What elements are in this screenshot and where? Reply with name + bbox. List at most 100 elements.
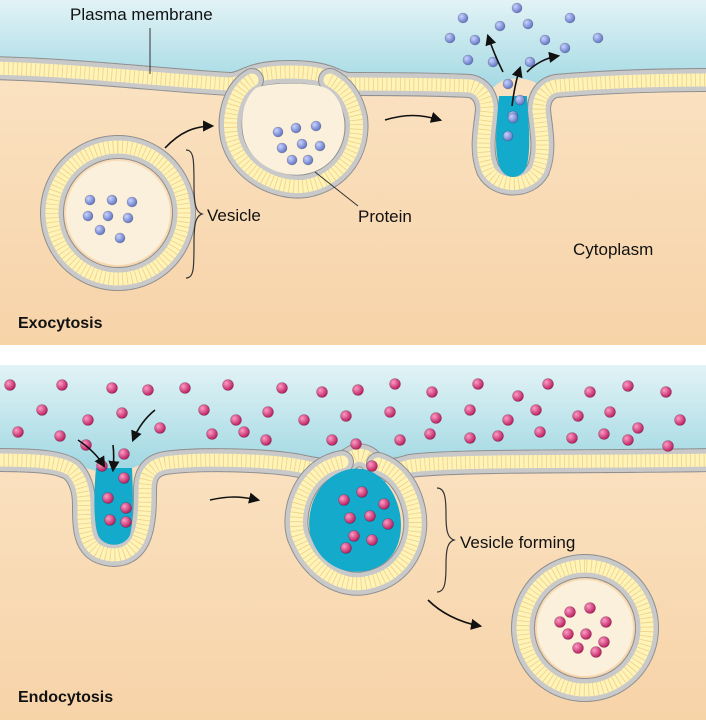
cargo-particle [389, 378, 401, 390]
cargo-particle [116, 407, 128, 419]
cargo-particle [356, 486, 368, 498]
protein-particle [507, 112, 519, 124]
cargo-particle [36, 404, 48, 416]
cargo-particle [598, 636, 610, 648]
protein-particle [272, 126, 284, 138]
cargo-particle [366, 460, 378, 472]
free-vesicle-lumen [66, 161, 170, 265]
cargo-particle [384, 406, 396, 418]
cargo-particle [230, 414, 242, 426]
cargo-particle [340, 542, 352, 554]
cargo-particle [378, 498, 390, 510]
cargo-particle [660, 386, 672, 398]
cargo-particle [56, 379, 68, 391]
cargo-particle [426, 386, 438, 398]
protein-particle [314, 140, 326, 152]
arrow-to-release [384, 112, 443, 123]
cargo-particle [198, 404, 210, 416]
endocytic-vesicle-bilayer [511, 554, 659, 702]
protein-particle [296, 138, 308, 150]
protein-particle [514, 94, 526, 106]
cargo-particle [260, 434, 272, 446]
cargo-particle [262, 406, 274, 418]
endocytosis-panel: Vesicle forming Endocytosis [0, 365, 706, 720]
protein-particle [82, 210, 94, 222]
fusing-vesicle-bilayer [218, 68, 369, 199]
protein-particle [539, 34, 551, 46]
release-arrow-middle [511, 65, 523, 107]
exocytosis-proteins [82, 2, 604, 244]
vesicle-forming-bracket [436, 487, 456, 593]
protein-label: Protein [358, 207, 412, 226]
cargo-particle [348, 530, 360, 542]
cargo-particle [430, 412, 442, 424]
cargo-particle [542, 378, 554, 390]
cargo-particle [106, 382, 118, 394]
protein-particle [524, 56, 536, 68]
vesicle-label: Vesicle [207, 206, 261, 225]
cargo-particle [298, 414, 310, 426]
cargo-particle [530, 404, 542, 416]
cargo-particle [572, 410, 584, 422]
cargo-particle [366, 534, 378, 546]
cytoplasm-label: Cytoplasm [573, 240, 653, 259]
exocytosis-panel: Plasma membrane Vesicle Protein Cytoplas… [0, 0, 706, 345]
plasma-membrane-label: Plasma membrane [70, 5, 213, 24]
cargo-particle [622, 380, 634, 392]
cargo-particle [222, 379, 234, 391]
cargo-particle [12, 426, 24, 438]
endocytic-vesicle-lumen [537, 580, 633, 676]
panel-separator [0, 345, 706, 365]
cargo-particle [580, 628, 592, 640]
cargo-particle [512, 390, 524, 402]
arrow-to-free-vesicle [427, 599, 483, 630]
protein-pointer [314, 171, 359, 207]
protein-particle [502, 130, 514, 142]
cargo-particle [120, 516, 132, 528]
cargo-particle [622, 434, 634, 446]
cargo-particle [352, 384, 364, 396]
protein-particle [564, 12, 576, 24]
exocytosis-title: Exocytosis [18, 315, 103, 332]
uptake-arrow-left [77, 439, 106, 468]
cargo-particle [604, 406, 616, 418]
protein-particle [94, 224, 106, 236]
cargo-particle [54, 430, 66, 442]
cargo-particle [118, 448, 130, 460]
cargo-particle [276, 382, 288, 394]
cargo-particle [464, 432, 476, 444]
free-vesicle-bilayer [40, 135, 196, 291]
arrow-to-fusion [164, 120, 215, 149]
pinching-vesicle-bilayer [284, 450, 428, 596]
cargo-particle [118, 472, 130, 484]
cargo-particle [534, 426, 546, 438]
cargo-particle [492, 430, 504, 442]
cargo-particle [598, 428, 610, 440]
protein-particle [122, 212, 134, 224]
protein-particle [310, 120, 322, 132]
protein-particle [276, 142, 288, 154]
cargo-particle [424, 428, 436, 440]
protein-particle [126, 196, 138, 208]
protein-particle [469, 34, 481, 46]
cargo-particle [674, 414, 686, 426]
cargo-particle [344, 512, 356, 524]
endocytosis-particles [4, 378, 686, 658]
cargo-particle [554, 616, 566, 628]
cargo-particle [562, 628, 574, 640]
cargo-particle [600, 616, 612, 628]
cargo-particle [572, 642, 584, 654]
cargo-particle [394, 434, 406, 446]
cargo-particle [316, 386, 328, 398]
cargo-particle [566, 432, 578, 444]
cargo-particle [472, 378, 484, 390]
protein-particle [114, 232, 126, 244]
protein-particle [106, 194, 118, 206]
protein-particle [302, 154, 314, 166]
cargo-particle [340, 410, 352, 422]
cargo-particle [238, 426, 250, 438]
cargo-particle [502, 414, 514, 426]
protein-particle [457, 12, 469, 24]
plasma-membrane-lower [0, 443, 706, 702]
